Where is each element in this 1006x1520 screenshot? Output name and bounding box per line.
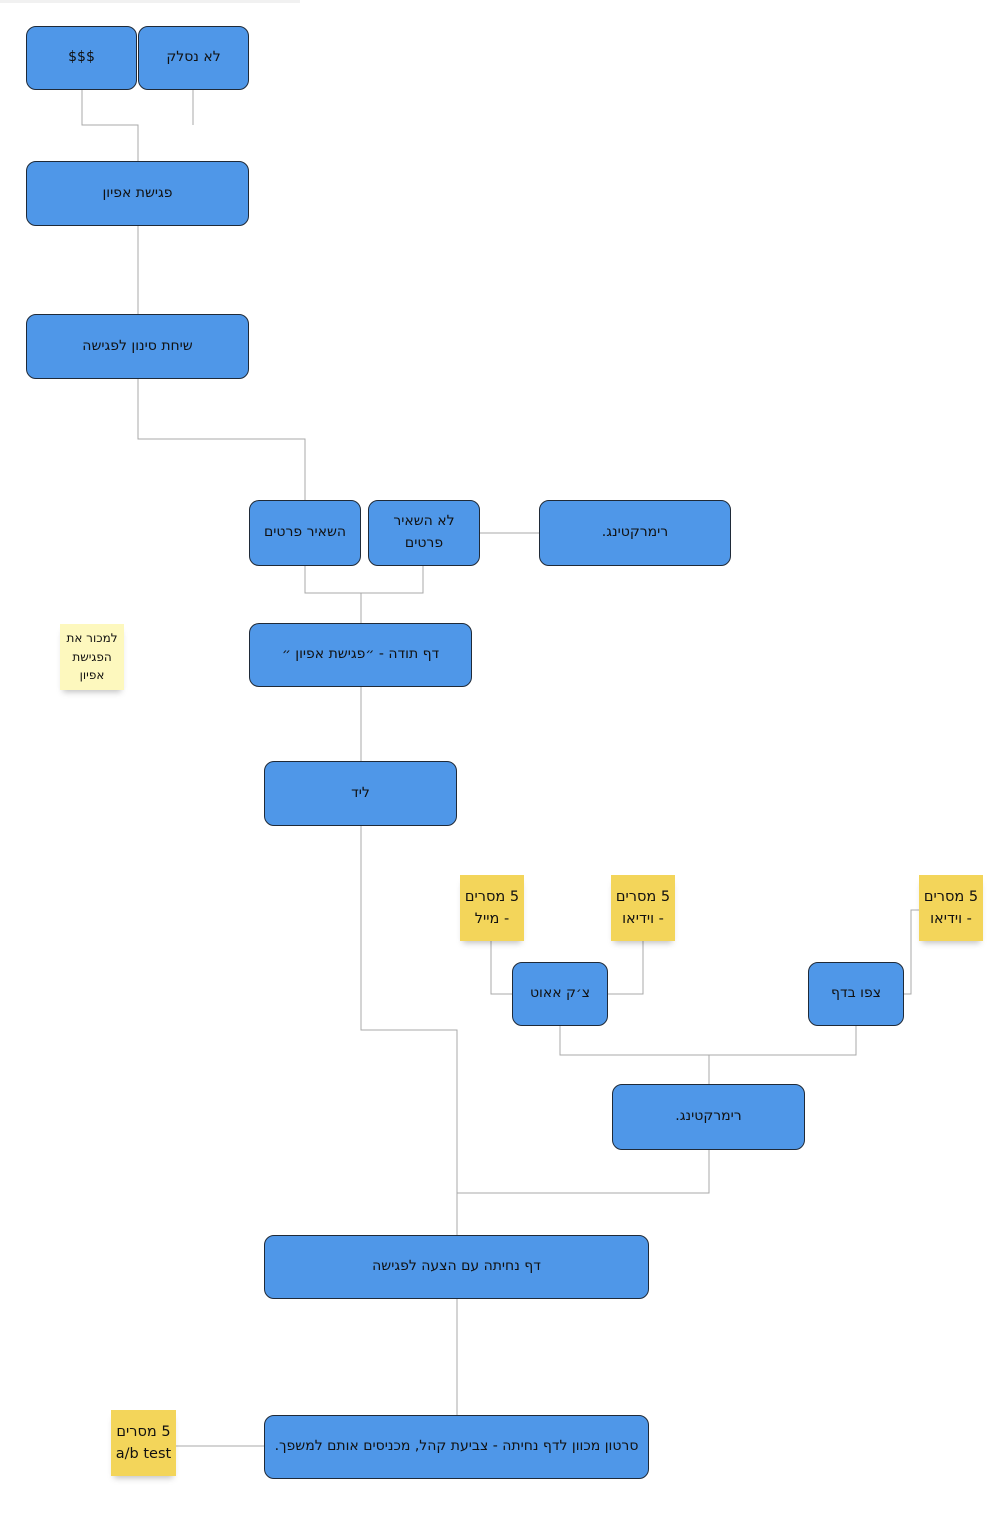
lead-node[interactable]: ליד	[264, 761, 457, 826]
connector-checkout-to-remarketing	[559, 1026, 710, 1084]
sticky-video-messages-checkout[interactable]: 5 מסרים - וידיאו	[611, 875, 675, 941]
sticky-mail-messages[interactable]: 5 מסרים - מייל	[460, 875, 524, 941]
thank-you-page-node[interactable]: דף תודה - ״פגישת אפיון ״	[249, 623, 472, 687]
connector-lead-to-landing	[360, 826, 458, 1235]
connector-no-details-to-thankyou	[361, 566, 424, 594]
discovery-meeting-node[interactable]: פגישת אפיון	[26, 161, 249, 226]
landing-page-node[interactable]: דף נחיתה עם הצעה לפגישה	[264, 1235, 649, 1299]
connector-video-to-checkout	[608, 941, 644, 995]
money-node[interactable]: $$$	[26, 26, 137, 90]
no-close-node[interactable]: לא נסלק	[138, 26, 249, 90]
connector-screening-to-left-details	[137, 379, 306, 500]
connector-remarketing-to-landing	[457, 1150, 710, 1194]
video-ad-node[interactable]: סרטון מכוון לדף נחיתה - צביעת קהל, מכניס…	[264, 1415, 649, 1479]
remarketing-top-node[interactable]: רימרקטינג.	[539, 500, 731, 566]
left-details-node[interactable]: השאיר פרטים	[249, 500, 361, 566]
screening-call-node[interactable]: שיחת סינון לפגישה	[26, 314, 249, 379]
connector-money-to-meeting	[81, 90, 139, 161]
sticky-video-messages-watch[interactable]: 5 מסרים - וידיאו	[919, 875, 983, 941]
remarketing-bottom-node[interactable]: רימרקטינג.	[612, 1084, 805, 1150]
watched-page-node[interactable]: צפו בדף	[808, 962, 904, 1026]
connector-video-to-watched	[904, 909, 919, 995]
no-details-node[interactable]: לא השאיר פרטים	[368, 500, 480, 566]
sticky-ab-test[interactable]: 5 מסרים a/b test	[111, 1410, 176, 1476]
connector-left-details-to-thankyou	[304, 566, 362, 623]
connector-mail-to-checkout	[490, 941, 512, 995]
top-toolbar-strip	[0, 0, 300, 3]
connector-watched-to-remarketing	[709, 1026, 857, 1056]
sticky-sell-meeting[interactable]: למכור את הפגישת אפיון	[60, 624, 124, 690]
checkout-node[interactable]: צ׳ק אאוט	[512, 962, 608, 1026]
